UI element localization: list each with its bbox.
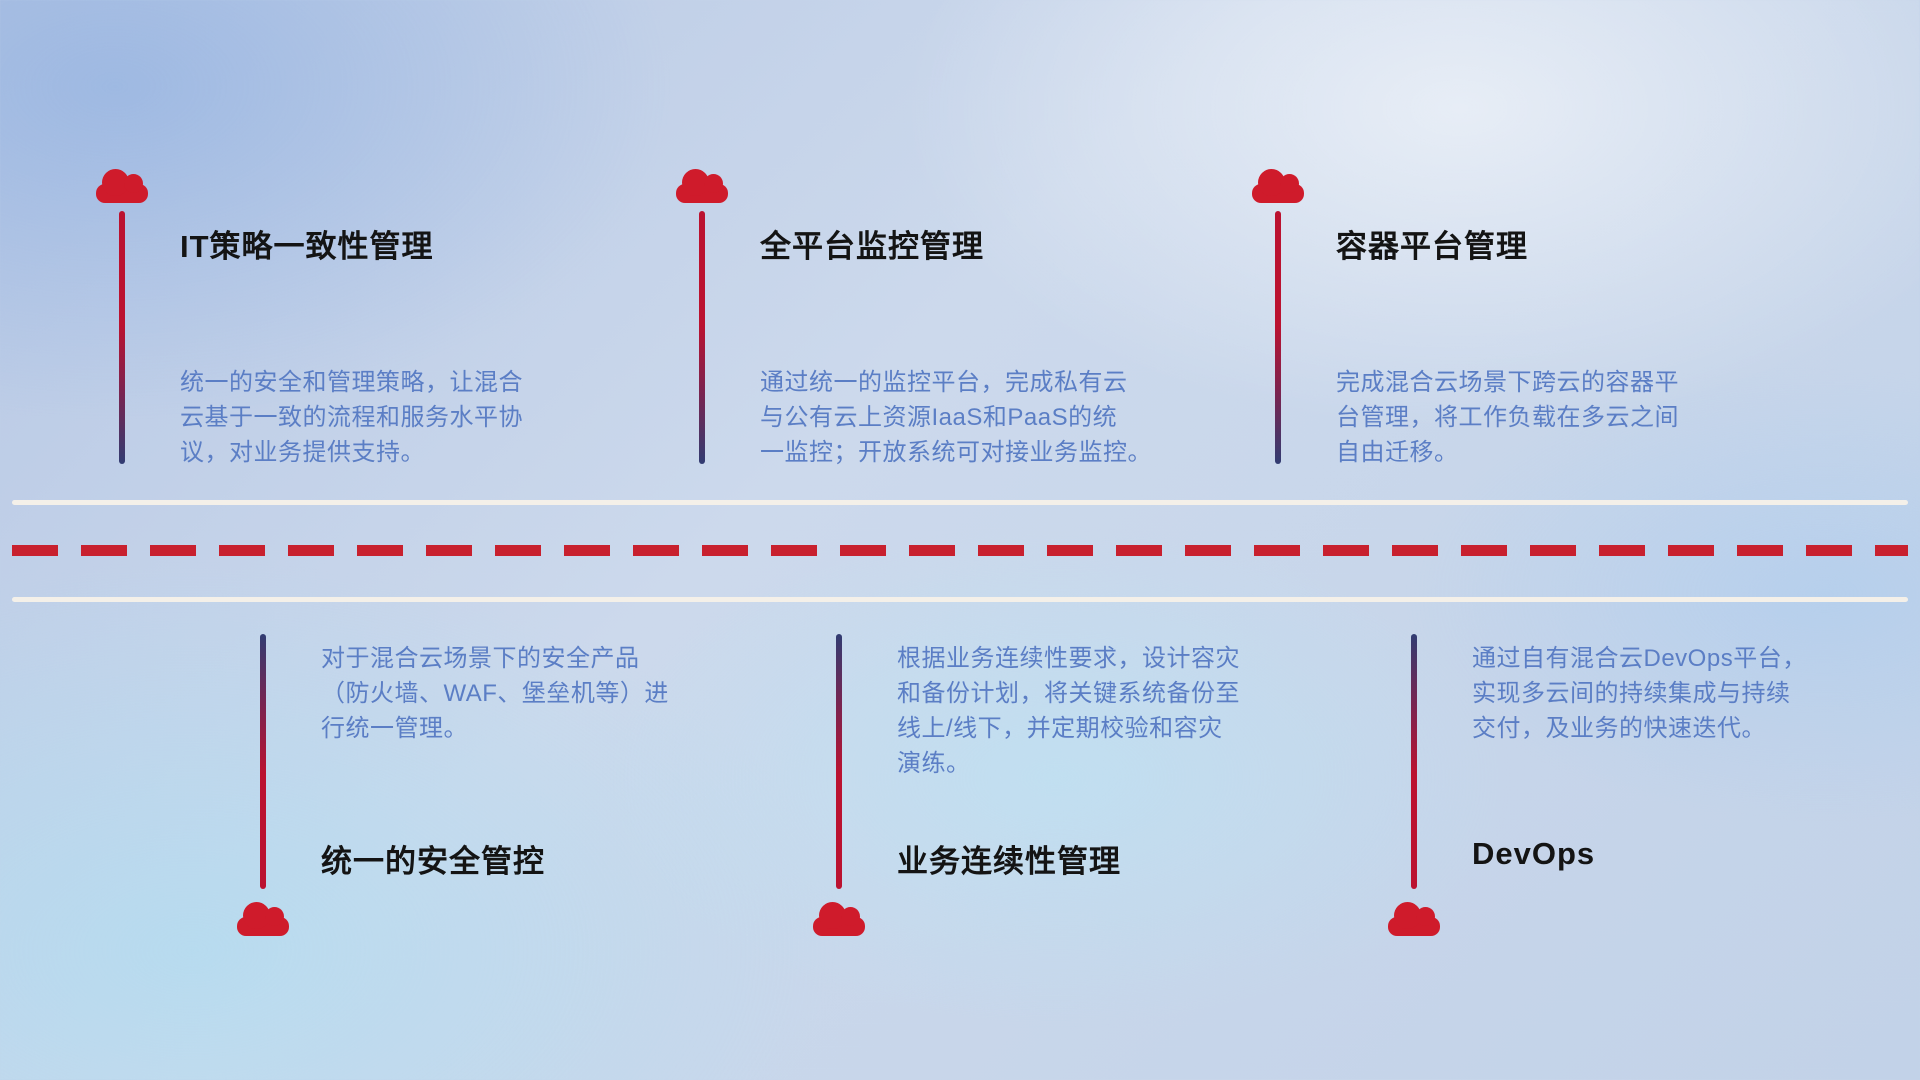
item-full-platform-monitoring: 全平台监控管理 通过统一的监控平台，完成私有云 与公有云上资源IaaS和PaaS… — [676, 169, 1222, 469]
timeline-pole — [119, 211, 125, 464]
timeline-pole — [699, 211, 705, 464]
item-container-platform-management: 容器平台管理 完成混合云场景下跨云的容器平 台管理，将工作负载在多云之间 自由迁… — [1252, 169, 1798, 469]
item-description: 统一的安全和管理策略，让混合 云基于一致的流程和服务水平协 议，对业务提供支持。 — [180, 369, 523, 466]
item-devops: 通过自有混合云DevOps平台， 实现多云间的持续集成与持续 交付，及业务的快速… — [1388, 634, 1920, 944]
cloud-icon — [1388, 902, 1440, 936]
cloud-icon — [237, 902, 289, 936]
item-title: 容器平台管理 — [1336, 229, 1528, 264]
item-title: 全平台监控管理 — [760, 229, 984, 264]
item-title: 统一的安全管控 — [321, 844, 545, 879]
item-title: 业务连续性管理 — [897, 844, 1121, 879]
item-business-continuity-management: 根据业务连续性要求，设计容灾 和备份计划，将关键系统备份至 线上/线下，并定期校… — [813, 634, 1359, 944]
timeline-pole — [836, 634, 842, 889]
timeline-pole — [1411, 634, 1417, 889]
item-description: 通过自有混合云DevOps平台， 实现多云间的持续集成与持续 交付，及业务的快速… — [1472, 645, 1807, 742]
divider-white-line-top — [12, 500, 1908, 505]
cloud-icon — [676, 169, 728, 203]
item-description: 对于混合云场景下的安全产品 （防火墙、WAF、堡垒机等）进 行统一管理。 — [321, 645, 669, 742]
divider-red-dashed-line — [12, 545, 1908, 556]
cloud-icon — [1252, 169, 1304, 203]
item-description: 根据业务连续性要求，设计容灾 和备份计划，将关键系统备份至 线上/线下，并定期校… — [897, 645, 1240, 777]
timeline-pole — [260, 634, 266, 889]
divider-white-line-bottom — [12, 597, 1908, 602]
item-it-policy-management: IT策略一致性管理 统一的安全和管理策略，让混合 云基于一致的流程和服务水平协 … — [96, 169, 642, 469]
cloud-icon — [96, 169, 148, 203]
item-unified-security-control: 对于混合云场景下的安全产品 （防火墙、WAF、堡垒机等）进 行统一管理。 统一的… — [237, 634, 783, 944]
item-title: DevOps — [1472, 836, 1596, 871]
timeline-pole — [1275, 211, 1281, 464]
item-title: IT策略一致性管理 — [180, 229, 434, 264]
item-description: 通过统一的监控平台，完成私有云 与公有云上资源IaaS和PaaS的统 一监控；开… — [760, 369, 1152, 466]
cloud-icon — [813, 902, 865, 936]
item-description: 完成混合云场景下跨云的容器平 台管理，将工作负载在多云之间 自由迁移。 — [1336, 369, 1679, 466]
